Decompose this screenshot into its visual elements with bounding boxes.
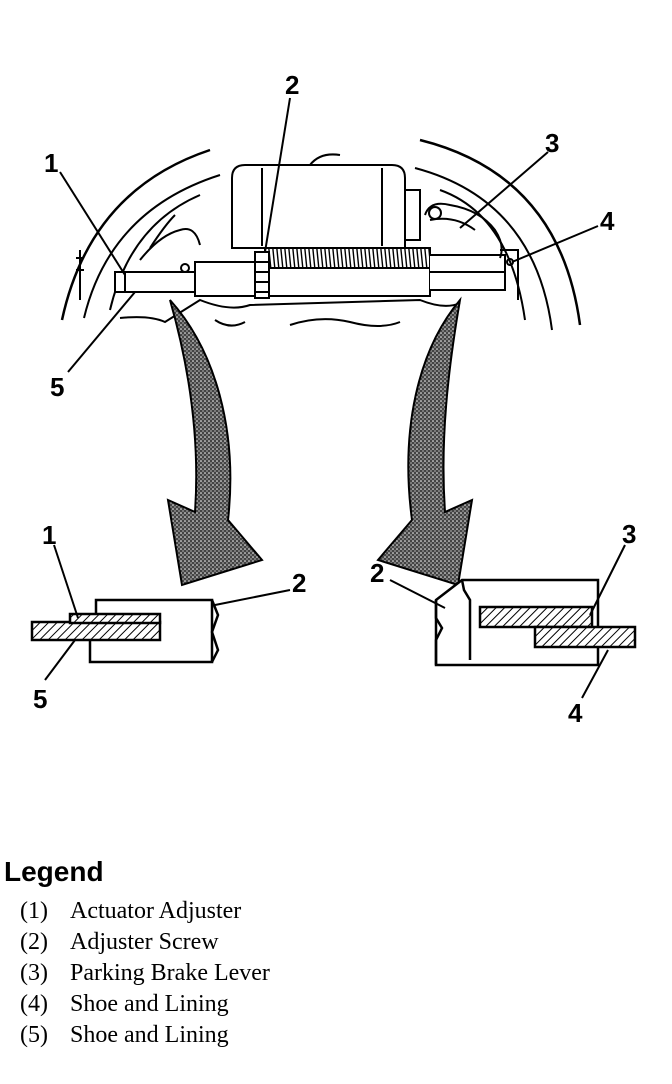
backing-plate-left-arc-inner xyxy=(83,174,221,319)
callout-top-4: 4 xyxy=(600,206,615,236)
legend-item: (5) Shoe and Lining xyxy=(20,1020,664,1051)
legend-title: Legend xyxy=(4,856,104,887)
callout-left-2: 2 xyxy=(292,568,306,598)
legend-list: (1) Actuator Adjuster (2) Adjuster Screw (… xyxy=(4,896,664,1051)
legend-item-label: Adjuster Screw xyxy=(70,929,219,955)
callout-top-2: 2 xyxy=(285,70,299,100)
legend-item-number: (3) xyxy=(20,960,48,986)
legend-item: (4) Shoe and Lining xyxy=(20,989,664,1020)
left-shoe-end xyxy=(76,214,201,300)
brake-adjuster-diagram: 1 2 3 4 5 1 2 5 2 3 4 xyxy=(30,70,637,728)
backing-plate-right-arc xyxy=(419,138,582,326)
brake-assembly-top-view xyxy=(60,138,582,331)
callout-top-3: 3 xyxy=(545,128,559,158)
right-shoe-lining-strip xyxy=(533,625,637,649)
hub-outline xyxy=(119,298,461,324)
right-detail-view xyxy=(434,578,637,667)
legend-item-label: Shoe and Lining xyxy=(70,1022,229,1048)
callout-right-2: 2 xyxy=(370,558,384,588)
callout-right-3: 3 xyxy=(622,519,636,549)
legend-item: (3) Parking Brake Lever xyxy=(20,958,664,989)
left-detail-view xyxy=(30,598,220,664)
leader-lines xyxy=(44,97,626,699)
backing-plate-right-arc-inner xyxy=(414,167,553,331)
legend-item-label: Parking Brake Lever xyxy=(70,960,270,986)
parking-brake-lever xyxy=(424,202,519,300)
left-shoe-lining-strip xyxy=(30,620,162,642)
legend: Legend (1) Actuator Adjuster (2) Adjuster … xyxy=(4,856,664,1051)
arrow-right xyxy=(376,296,474,587)
left-actuator-strip xyxy=(68,612,162,625)
callout-right-4: 4 xyxy=(568,698,583,728)
arrow-left xyxy=(166,299,264,587)
callout-left-5: 5 xyxy=(33,684,47,714)
right-lever-strip xyxy=(478,605,594,629)
legend-item: (1) Actuator Adjuster xyxy=(20,896,664,927)
adjuster-screw-assembly xyxy=(194,247,506,299)
callout-labels: 1 2 3 4 5 1 2 5 2 3 4 xyxy=(33,70,636,728)
legend-item-number: (2) xyxy=(20,929,48,955)
backing-plate-left-arc xyxy=(60,148,211,321)
legend-item-label: Actuator Adjuster xyxy=(70,898,242,924)
legend-item-number: (4) xyxy=(20,991,48,1017)
legend-item-number: (1) xyxy=(20,898,48,924)
callout-left-1: 1 xyxy=(42,520,56,550)
legend-item: (2) Adjuster Screw xyxy=(20,927,664,958)
callout-top-5: 5 xyxy=(50,372,64,402)
legend-item-label: Shoe and Lining xyxy=(70,991,229,1017)
legend-item-number: (5) xyxy=(20,1022,48,1048)
callout-top-1: 1 xyxy=(44,148,58,178)
wheel-cylinder xyxy=(231,153,421,249)
